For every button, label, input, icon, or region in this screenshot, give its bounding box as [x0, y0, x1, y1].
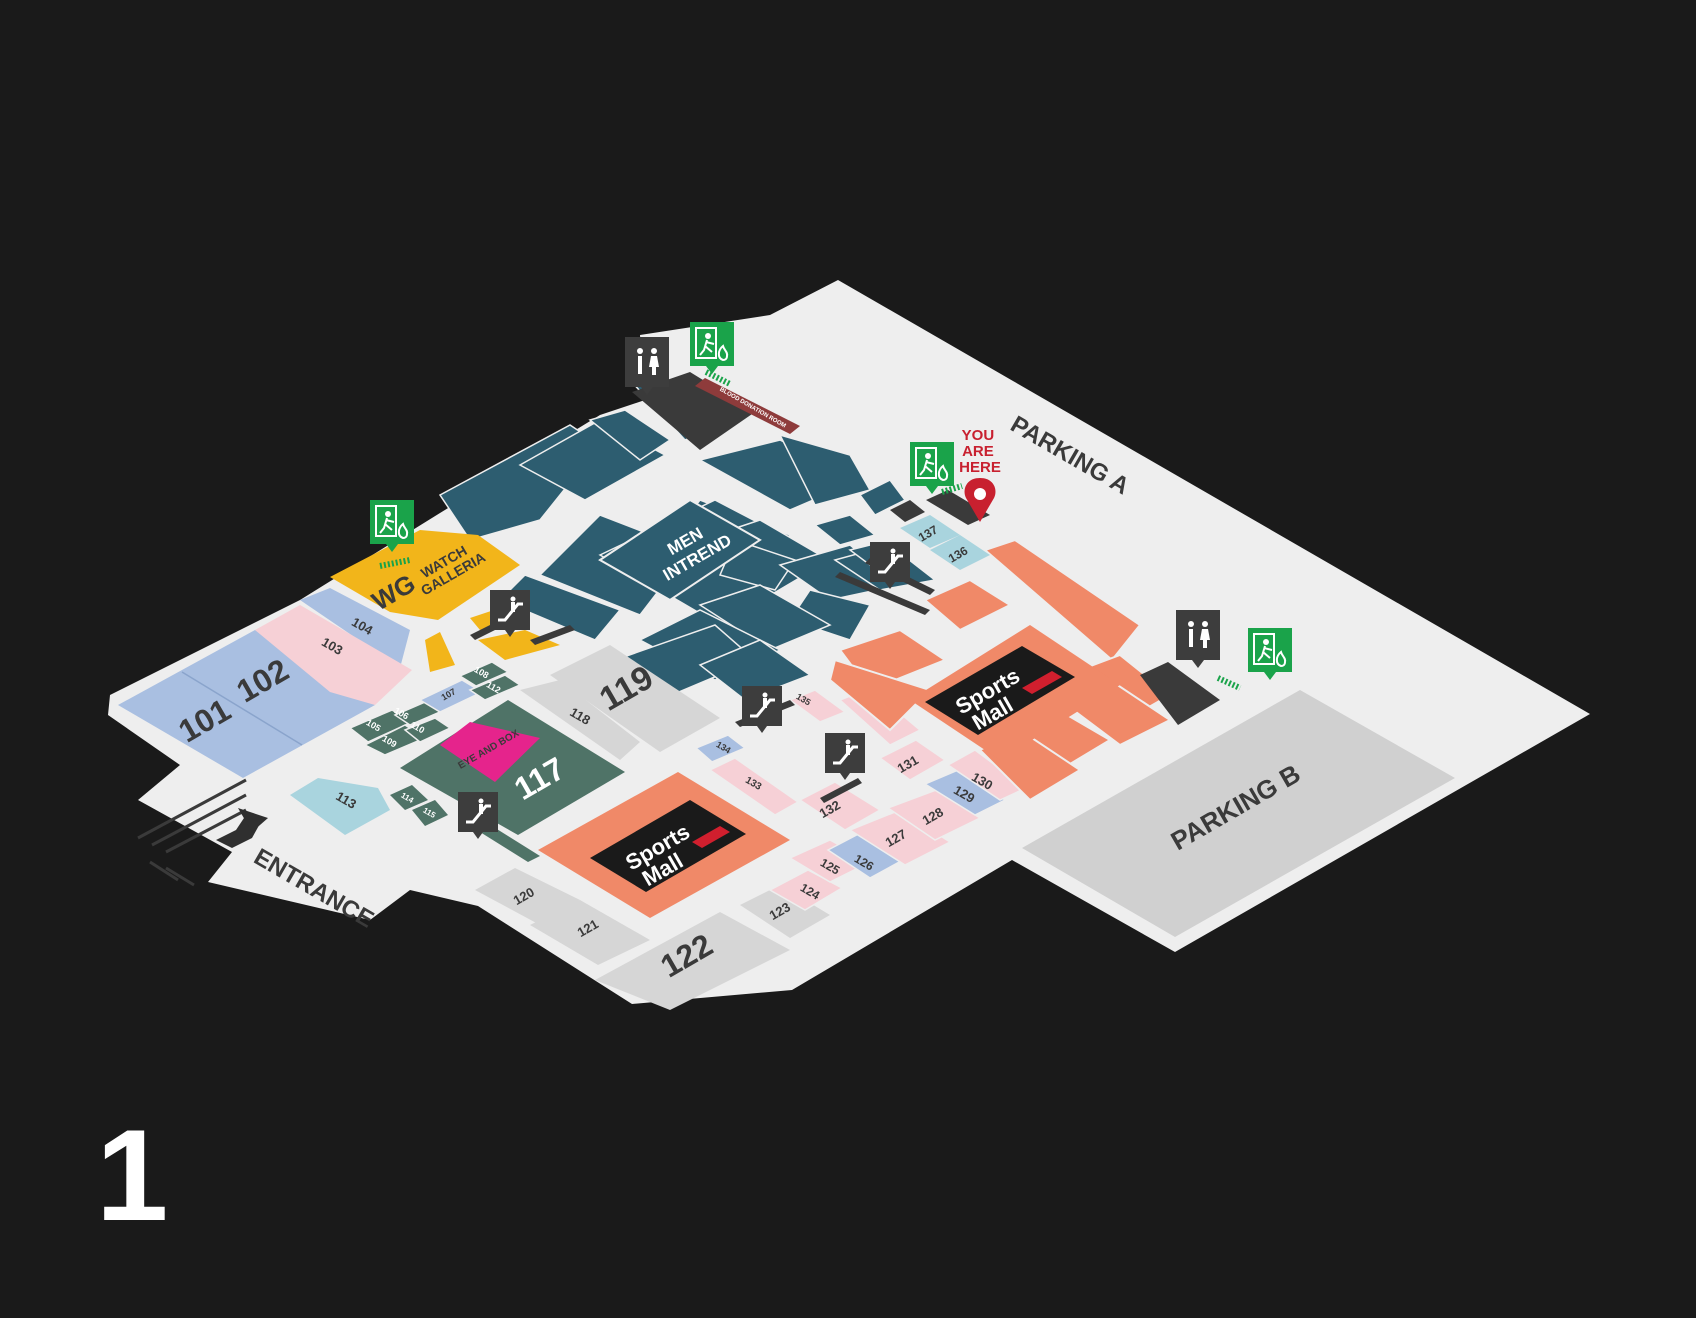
stairs-right [1216, 675, 1242, 691]
stairs-top-right [941, 483, 963, 495]
escalator-icon [823, 731, 867, 782]
store-115 [412, 800, 448, 826]
escalator-icon [868, 540, 912, 591]
sports-mall-red-bar-bottom [692, 826, 730, 848]
stairs-watch [379, 557, 411, 569]
escalator-icon [456, 790, 500, 841]
restroom-icon [625, 337, 669, 395]
service-block-right [1140, 662, 1220, 725]
you-word: YOU [962, 427, 995, 444]
stairs-blood [704, 369, 732, 387]
store-136 [930, 535, 990, 570]
entrance-passage [137, 778, 247, 887]
sports-mall-red-bar-top [1022, 671, 1062, 694]
watch-galleria-store [330, 530, 520, 620]
are-word: ARE [962, 443, 994, 460]
service-block-top-right [926, 490, 990, 525]
store-122 [595, 912, 790, 1010]
store-103 [255, 605, 412, 705]
entrance-arrow-icon [216, 808, 268, 848]
store-137 [900, 515, 960, 548]
store-114 [390, 785, 428, 810]
store-113 [290, 778, 390, 835]
small-store-cluster [348, 661, 522, 756]
escalator-strip-115 [480, 826, 540, 862]
blood-donation-room [695, 378, 800, 434]
store-120 [475, 868, 580, 925]
location-pin-icon [964, 478, 996, 522]
yellow-kiosk-1 [425, 632, 455, 672]
men-intrend-store [598, 498, 762, 602]
store-123 [740, 885, 830, 938]
floor-number: 1 [96, 1102, 169, 1248]
service-block [632, 372, 755, 450]
store-118 [520, 680, 640, 760]
eyeandbox-store [440, 722, 540, 782]
sports-mall-logo-bottom [590, 800, 746, 892]
parking-b [1022, 690, 1455, 937]
you-are-here-label: YOU ARE HERE [959, 427, 1001, 476]
divider-101-102 [181, 671, 303, 746]
escalator-icon [740, 684, 784, 735]
escalator-icon [488, 588, 532, 639]
store-121 [530, 900, 650, 965]
restroom-icon [1176, 610, 1220, 668]
store-119 [550, 645, 720, 752]
service-block-small [890, 500, 925, 522]
here-word: HERE [959, 459, 1001, 476]
sports-mall-logo-top [925, 646, 1075, 735]
store-104 [300, 588, 410, 668]
